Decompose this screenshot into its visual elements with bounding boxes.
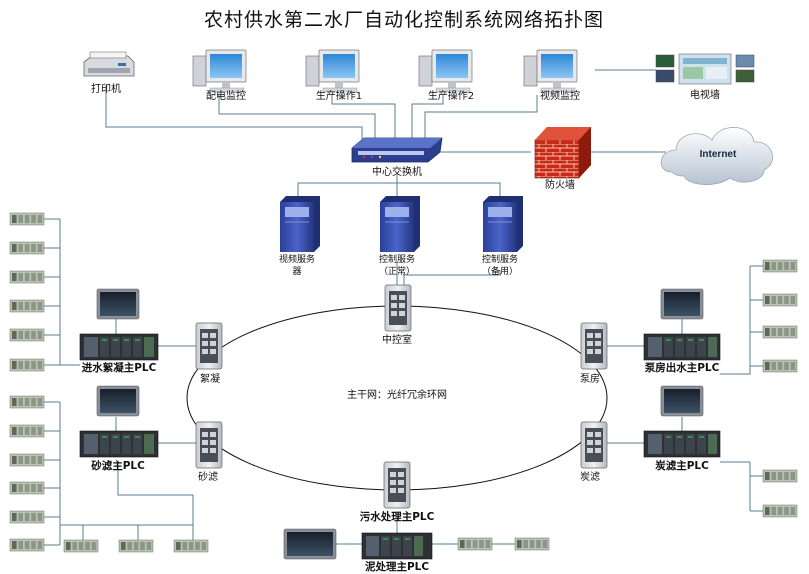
io-module-icon [762, 504, 798, 518]
ring-switch-icon [383, 461, 411, 509]
plc-rack-icon [643, 430, 721, 458]
io-module-icon [762, 325, 798, 339]
hmi-panel-icon [660, 385, 704, 417]
pc-label-op2: 生产操作2 [428, 89, 474, 102]
io-module-groups [9, 212, 798, 553]
internet-cloud-icon [660, 127, 774, 185]
video-server-label-2: 器 [292, 266, 301, 277]
tv-wall-label: 电视墙 [690, 88, 720, 101]
pc-label-video: 视频监控 [540, 89, 580, 102]
io-module-icon [9, 358, 45, 372]
io-module-icon [9, 395, 45, 409]
plc-pump-label: 泵房出水主PLC [645, 361, 720, 374]
plc-sand-label: 砂滤主PLC [90, 459, 145, 472]
computer-icon [192, 49, 247, 93]
firewall-icon [534, 127, 591, 179]
ring-switch-icon [195, 421, 223, 469]
printer-icon [83, 51, 135, 77]
ring-switch-icon [580, 322, 608, 370]
computer-icon [418, 49, 473, 93]
computer-icon [523, 49, 578, 93]
control-server-main-label-1: 控制服务 [379, 253, 415, 265]
plc-carbon-label: 炭滤主PLC [655, 459, 709, 472]
server-icon [483, 196, 523, 252]
ring-switch-icon [580, 421, 608, 469]
io-module-icon [9, 538, 45, 552]
firewall-label: 防火墙 [545, 178, 575, 191]
ring-switch-icon [384, 284, 412, 332]
plc-rack-icon [79, 333, 159, 361]
io-module-icon [762, 259, 798, 273]
hmi-panel-icon [283, 528, 337, 560]
io-module-icon [9, 212, 45, 226]
io-module-icon [173, 539, 209, 553]
pc-label-power: 配电监控 [206, 89, 246, 102]
control-server-backup-label-1: 控制服务 [482, 253, 518, 265]
io-module-icon [457, 537, 493, 551]
server-icon [380, 196, 420, 252]
ring-node-pump-label: 泵房 [580, 372, 600, 385]
io-module-icon [762, 293, 798, 307]
control-server-main-label-2: （正常） [379, 265, 415, 277]
plc-rack-icon [643, 333, 721, 361]
video-server-label-1: 视频服务 [279, 253, 315, 265]
plc-sludge-label: 泥处理主PLC [365, 560, 429, 573]
io-module-icon [9, 270, 45, 284]
io-module-icon [63, 539, 99, 553]
io-module-icon [762, 359, 798, 373]
tv-wall-icon [655, 53, 755, 85]
diagram-title: 农村供水第二水厂自动化控制系统网络拓扑图 [204, 9, 604, 31]
ring-network-label: 主干网：光纤冗余环网 [347, 388, 447, 401]
io-module-icon [9, 481, 45, 495]
plc-inlet-label: 进水絮凝主PLC [82, 361, 157, 374]
control-server-backup-label-2: （备用） [482, 265, 518, 277]
io-module-icon [514, 537, 550, 551]
io-module-icon [762, 469, 798, 483]
computer-icon [305, 49, 360, 93]
internet-label: Internet [700, 149, 737, 160]
hmi-panel-icon [660, 288, 704, 320]
io-module-icon [9, 424, 45, 438]
hmi-panel-icon [96, 288, 140, 320]
io-module-icon [9, 453, 45, 467]
ring-node-sewage-label: 污水处理主PLC [360, 510, 435, 523]
io-module-icon [9, 328, 45, 342]
pc-label-op1: 生产操作1 [316, 89, 362, 102]
printer-label: 打印机 [91, 82, 121, 95]
ring-node-sand-label: 砂滤 [198, 470, 218, 483]
core-switch-label: 中心交换机 [372, 165, 422, 178]
plc-rack-icon [361, 532, 433, 560]
io-module-icon [9, 510, 45, 524]
plc-rack-icon [79, 430, 159, 458]
ring-node-central-label: 中控室 [382, 333, 412, 346]
hmi-panel-icon [96, 385, 140, 417]
ring-switch-icon [195, 322, 223, 370]
io-module-icon [9, 299, 45, 313]
server-icon [280, 196, 320, 252]
ring-node-carbon-label: 炭滤 [580, 470, 600, 483]
io-module-icon [118, 539, 154, 553]
core-switch-icon [351, 137, 443, 163]
ring-node-coag-label: 絮凝 [200, 372, 220, 385]
io-module-icon [9, 241, 45, 255]
